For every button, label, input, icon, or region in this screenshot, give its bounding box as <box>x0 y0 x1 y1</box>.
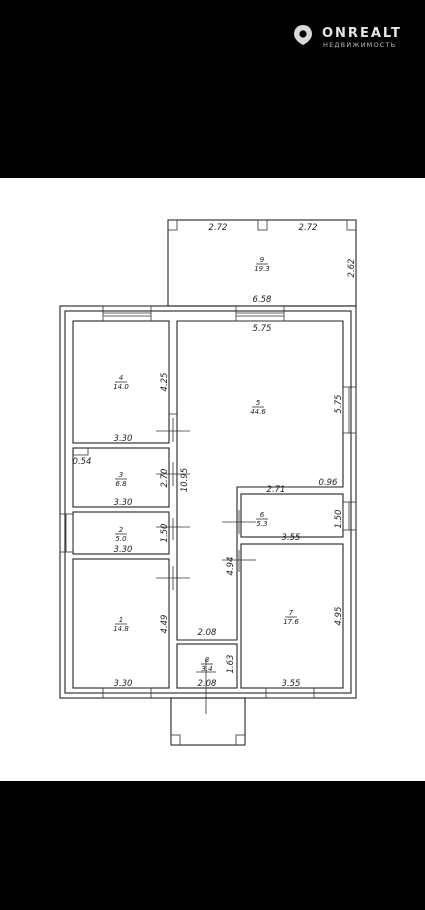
room-3-area: 6.8 <box>115 480 127 488</box>
room-5-outline <box>176 320 344 641</box>
dim-terrace-width: 6.58 <box>253 295 273 305</box>
room-4-area: 14.0 <box>113 383 129 391</box>
top-black-band: ONREALT НЕДВИЖИМОСТЬ <box>0 0 425 178</box>
room-8-number: 8 <box>205 656 210 664</box>
dim-room-5-right: 5.75 <box>334 395 344 414</box>
pin-icon <box>294 25 312 45</box>
room-9-number: 9 <box>260 256 265 264</box>
dim-room-5-top: 5.75 <box>253 324 272 334</box>
brand-subtitle: НЕДВИЖИМОСТЬ <box>323 41 397 49</box>
dim-room-3-width: 3.30 <box>114 498 133 508</box>
room-5-area: 44.6 <box>250 408 266 416</box>
room-4-number: 4 <box>119 374 123 382</box>
room-8-area: 3.4 <box>201 665 212 673</box>
brand-logo: ONREALT НЕДВИЖИМОСТЬ <box>292 22 422 52</box>
outer-walls <box>59 305 357 699</box>
door-marks <box>156 413 256 714</box>
brand-name: ONREALT <box>322 26 402 41</box>
dim-room-4-width: 3.30 <box>114 434 133 444</box>
room-7-area: 17.6 <box>283 618 299 626</box>
room-5-number: 5 <box>256 399 261 407</box>
dim-room-8-height: 1.63 <box>226 655 236 674</box>
room-6-outline <box>240 493 344 538</box>
floor-plan-sheet <box>0 178 425 781</box>
room-7-number: 7 <box>289 609 294 617</box>
dim-terrace-left: 2.72 <box>209 223 228 233</box>
dim-room-8-top: 2.08 <box>198 628 218 638</box>
room-6-number: 6 <box>260 511 265 519</box>
dim-terrace-right: 2.72 <box>299 223 318 233</box>
dim-hall-length: 10.95 <box>180 468 190 492</box>
dim-hall-lower: 4.94 <box>226 557 236 576</box>
room-1-area: 14.8 <box>113 625 129 633</box>
windows <box>59 305 357 699</box>
room-3-outline <box>72 447 170 508</box>
dim-room-2-height: 1.50 <box>160 524 170 543</box>
dim-room-6-width: 3.55 <box>282 533 301 543</box>
dim-room-3-height: 2.70 <box>160 469 170 488</box>
dim-room-7-width: 3.55 <box>282 679 301 689</box>
bottom-black-band <box>0 781 425 910</box>
dim-room-4-height: 4.25 <box>160 373 170 392</box>
dim-corridor-width: 2.71 <box>267 485 286 495</box>
dim-room-2-width: 3.30 <box>114 545 133 555</box>
dimension-labels: 2.72 2.72 2.62 6.58 5.75 5.75 4.25 3.30 … <box>73 223 357 689</box>
room-3-notch <box>73 448 89 456</box>
dim-room-1-width: 3.30 <box>114 679 133 689</box>
dim-room-1-height: 4.49 <box>160 615 170 634</box>
dim-room-7-height: 4.95 <box>334 607 344 626</box>
room-6-area: 5.3 <box>256 520 267 528</box>
entrance-porch <box>170 697 246 746</box>
dim-room-6-height: 1.50 <box>334 510 344 529</box>
room-8-outline <box>176 643 238 689</box>
room-2-area: 5.0 <box>115 535 127 543</box>
dim-room-3-offset: 0.54 <box>73 457 92 467</box>
room-9-area: 19.3 <box>254 265 270 273</box>
dim-terrace-depth: 2.62 <box>347 259 357 278</box>
room-3-number: 3 <box>119 471 123 479</box>
dim-room-8-bottom: 2.08 <box>198 679 218 689</box>
dim-corridor-step: 0.96 <box>319 478 339 488</box>
room-labels: 9 19.3 4 14.0 5 44.6 3 6.8 2 5.0 6 5.3 1… <box>113 256 299 673</box>
room-2-number: 2 <box>119 526 124 534</box>
room-1-number: 1 <box>119 616 123 624</box>
